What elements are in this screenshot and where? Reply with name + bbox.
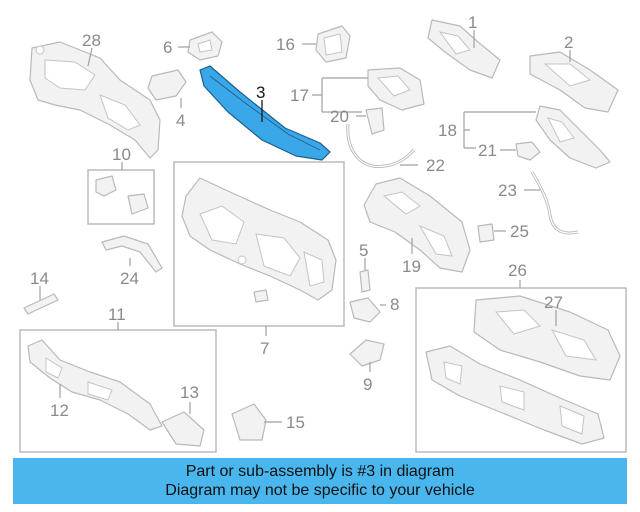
part-24-drawing: [101, 235, 163, 273]
part-3-drawing: [199, 65, 331, 161]
part-8-drawing: [349, 297, 381, 323]
part-17-drawing: [367, 67, 425, 111]
part-13-drawing: [161, 411, 205, 447]
part-18-drawing: [535, 105, 611, 169]
callout-12: 12: [50, 401, 69, 420]
callout-25: 25: [510, 222, 529, 241]
callout-1: 1: [468, 13, 477, 32]
callout-6: 6: [163, 38, 172, 57]
part-19-drawing: [363, 177, 471, 273]
part-11-drawing: [27, 339, 163, 431]
callout-24: 24: [120, 269, 139, 288]
callout-10: 10: [112, 145, 131, 164]
callout-2: 2: [564, 33, 573, 52]
banner-line-1: Part or sub-assembly is #3 in diagram: [185, 463, 455, 480]
callout-14: 14: [30, 269, 49, 288]
box-26: [415, 287, 627, 453]
box-7: [173, 161, 345, 327]
callout-8: 8: [390, 295, 399, 314]
info-banner: Part or sub-assembly is #3 in diagram Di…: [13, 458, 627, 504]
part-9-drawing: [349, 339, 385, 367]
part-16-drawing: [315, 25, 351, 63]
banner-line-2: Diagram may not be specific to your vehi…: [165, 482, 475, 499]
part-1-drawing: [427, 19, 501, 79]
leader-28: [87, 47, 93, 67]
part-7-drawing: [181, 177, 337, 303]
callout-17: 17: [290, 86, 309, 105]
part-15-drawing: [231, 403, 267, 441]
part-23-drawing: [530, 171, 579, 235]
leader-17: [312, 77, 368, 113]
part-6-drawing: [187, 31, 223, 61]
callout-3: 3: [256, 83, 265, 102]
callout-18: 18: [438, 121, 457, 140]
callout-23: 23: [498, 181, 517, 200]
callout-4: 4: [176, 111, 185, 130]
callout-19: 19: [402, 257, 421, 276]
callout-7: 7: [260, 339, 269, 358]
box-10: [87, 169, 155, 225]
callout-9: 9: [363, 375, 372, 394]
callout-5: 5: [359, 241, 368, 260]
part-20-drawing: [365, 107, 385, 135]
part-4-drawing: [147, 69, 187, 101]
callout-20: 20: [330, 107, 349, 126]
part-10-drawing: [95, 175, 149, 215]
part-14-drawing: [23, 293, 59, 315]
callout-21: 21: [478, 141, 497, 160]
part-26-drawing: [425, 295, 621, 445]
callout-13: 13: [180, 383, 199, 402]
part-25-drawing: [477, 223, 495, 243]
leader-18: [463, 111, 536, 149]
part-21-drawing: [515, 141, 541, 161]
part-5-drawing: [359, 269, 371, 293]
callout-28: 28: [82, 31, 101, 50]
part-22-drawing: [346, 123, 416, 168]
part-2-drawing: [529, 51, 619, 113]
callout-11: 11: [108, 305, 126, 324]
callout-22: 22: [426, 156, 445, 175]
callout-26: 26: [508, 261, 527, 280]
callout-27: 27: [544, 293, 563, 312]
part-28-drawing: [29, 41, 161, 159]
callout-15: 15: [286, 413, 305, 432]
banner-background: [13, 458, 627, 504]
callout-16: 16: [276, 35, 295, 54]
